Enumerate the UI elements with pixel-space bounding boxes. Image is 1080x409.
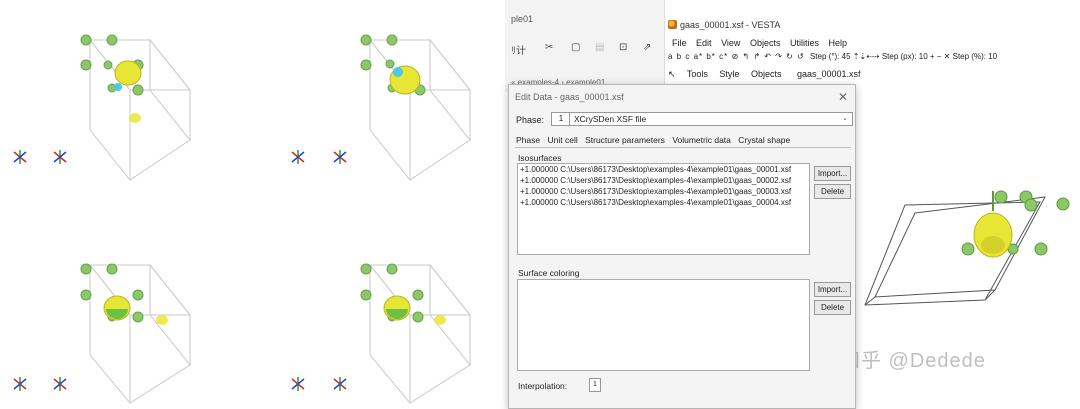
crystal-structure-view	[291, 263, 472, 405]
tab-style[interactable]: Style	[719, 69, 740, 79]
delete-isosurface-button[interactable]: Delete	[814, 184, 851, 199]
list-item[interactable]: +1.000000 C:\Users\86173\Desktop\example…	[520, 187, 792, 196]
structure-panel-4	[280, 205, 505, 409]
step-deg-value[interactable]: 45	[841, 52, 851, 61]
vesta-logo-icon	[668, 20, 677, 29]
surface-coloring-list[interactable]	[517, 279, 810, 371]
file-tab[interactable]: gaas_00001.xsf	[797, 69, 861, 79]
crystal-structure-view	[13, 34, 192, 182]
rename-icon[interactable]: ⊡	[619, 42, 628, 53]
tab-divider	[515, 147, 851, 148]
window-title: gaas_00001.xsf - VESTA	[668, 20, 780, 30]
delete-coloring-button[interactable]: Delete	[814, 300, 851, 315]
axis-gizmo-icon	[291, 150, 347, 164]
list-item[interactable]: +1.000000 C:\Users\86173\Desktop\example…	[520, 176, 792, 185]
chevron-down-icon: ⌄	[842, 115, 848, 122]
step-pct-value[interactable]: 10	[988, 52, 998, 61]
menu-edit[interactable]: Edit	[696, 38, 712, 48]
cut-icon[interactable]: ✂	[545, 42, 554, 53]
step-pct-label: Step (%):	[952, 52, 986, 61]
menu-file[interactable]: File	[672, 38, 687, 48]
structure-panel-1	[0, 0, 250, 204]
orientation-icons[interactable]: a b c a* b* c* ⊘ ↰ ↱ ↶ ↷ ↻ ↺	[668, 52, 805, 61]
menu-objects[interactable]: Objects	[749, 38, 781, 48]
isosurfaces-label: Isosurfaces	[518, 153, 562, 163]
axis-gizmo-icon	[13, 377, 67, 391]
structure-panel-2	[280, 0, 505, 204]
tab-objects[interactable]: Objects	[750, 69, 782, 79]
share-icon[interactable]: ⇗	[643, 42, 652, 53]
phase-label: Phase:	[516, 115, 545, 125]
rotate-icons[interactable]: ⇡⇣⇠⇢	[852, 52, 882, 61]
step-px-label: Step (px):	[881, 52, 917, 61]
list-item[interactable]: +1.000000 C:\Users\86173\Desktop\example…	[520, 165, 792, 174]
side-panel-tabs: ↖ Tools Style Objects	[668, 69, 790, 80]
isosurfaces-list[interactable]: +1.000000 C:\Users\86173\Desktop\example…	[517, 163, 810, 255]
dialog-tabs: Phase Unit cell Structure parameters Vol…	[516, 135, 795, 145]
file-explorer-strip: ple01 ﾘ计 ✂ ▢ ▤ ⊡ ⇗ « examples-4 › exampl…	[505, 0, 665, 92]
import-isosurface-button[interactable]: Import...	[814, 166, 851, 181]
step-deg-label: Step (°):	[809, 52, 840, 61]
structure-panel-3	[0, 205, 250, 409]
dialog-title: Edit Data - gaas_00001.xsf	[515, 92, 624, 102]
interpolation-spinbox[interactable]: 1	[589, 378, 601, 392]
menu-view[interactable]: View	[721, 38, 741, 48]
watermark: 知乎 @Dedede	[840, 350, 986, 372]
edit-label[interactable]: ﾘ计	[511, 46, 526, 57]
tab-volumetric-data[interactable]: Volumetric data	[672, 135, 731, 145]
axis-gizmo-icon	[13, 150, 67, 164]
axis-gizmo-icon	[291, 377, 347, 391]
tab-crystal-shape[interactable]: Crystal shape	[738, 135, 791, 145]
phase-file-select[interactable]: XCrySDen XSF file ⌄	[569, 112, 853, 126]
tab-phase[interactable]: Phase	[516, 135, 541, 145]
explorer-nav-path: « examples-4 › example01	[511, 78, 606, 87]
cursor-icon[interactable]: ↖	[668, 69, 676, 79]
paste-icon[interactable]: ▤	[595, 42, 605, 53]
surface-coloring-label: Surface coloring	[518, 268, 580, 278]
list-item[interactable]: +1.000000 C:\Users\86173\Desktop\example…	[520, 198, 792, 207]
step-px-value[interactable]: 10	[918, 52, 928, 61]
zoom-icons[interactable]: + − ✕	[929, 52, 953, 61]
phase-file-value: XCrySDen XSF file	[574, 114, 647, 124]
menu-help[interactable]: Help	[828, 38, 848, 48]
menu-bar: File Edit View Objects Utilities Help	[672, 38, 854, 48]
view-toolbar: a b c a* b* c* ⊘ ↰ ↱ ↶ ↷ ↻ ↺ Step (°): 4…	[668, 52, 997, 61]
tab-unit-cell[interactable]: Unit cell	[547, 135, 578, 145]
phase-spinbox[interactable]: 1	[551, 112, 571, 126]
crystal-structure-view	[291, 34, 472, 182]
structure-viewport[interactable]	[815, 85, 1080, 409]
copy-icon[interactable]: ▢	[571, 42, 581, 53]
tab-tools[interactable]: Tools	[686, 69, 708, 79]
explorer-breadcrumb: ple01	[511, 14, 534, 24]
menu-utilities[interactable]: Utilities	[789, 38, 819, 48]
interpolation-label: Interpolation:	[518, 381, 568, 391]
import-coloring-button[interactable]: Import...	[814, 282, 851, 297]
crystal-structure-view	[13, 263, 192, 405]
close-icon[interactable]: ✕	[837, 90, 848, 104]
tab-structure-parameters[interactable]: Structure parameters	[585, 135, 665, 145]
edit-data-dialog: Edit Data - gaas_00001.xsf ✕ Phase: 1 XC…	[508, 84, 856, 409]
crystal-structure-view	[864, 190, 1070, 306]
